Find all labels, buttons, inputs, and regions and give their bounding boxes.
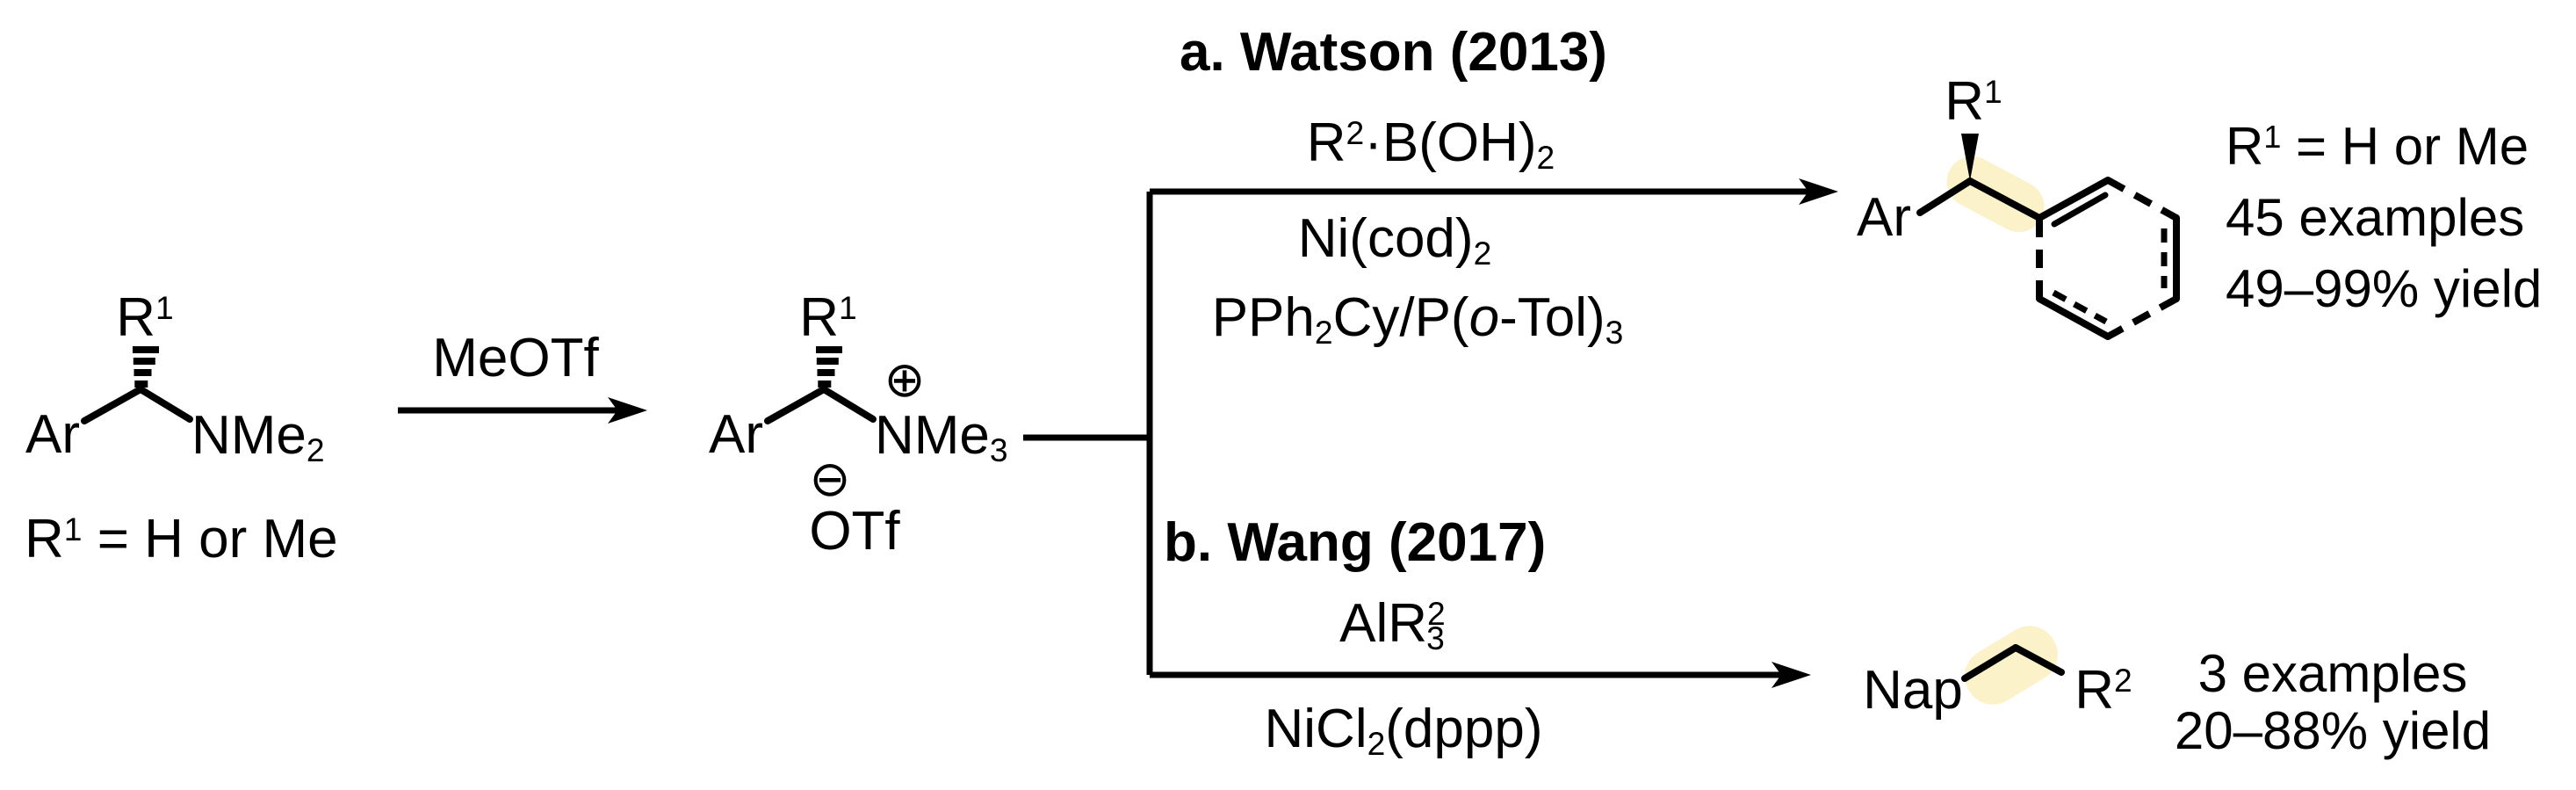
methylation-arrow [398, 397, 647, 424]
reactant-ar-label: Ar [25, 404, 80, 465]
stat-line: 20–88% yield [2174, 701, 2492, 760]
ammonium-structure-bonds [764, 386, 877, 424]
minus-charge-icon: ⊖ [809, 451, 851, 508]
ring-edge-inner-solid [2051, 192, 2109, 228]
reactant-structure-bonds [81, 386, 193, 424]
ring-edge-inner-dashed [2052, 289, 2108, 325]
stat-line: 3 examples [2197, 644, 2468, 703]
product-a-r1-label: R1 [1945, 71, 2002, 132]
path-b-title: b. Wang (2017) [1164, 512, 1547, 573]
stat-line: 49–99% yield [2226, 259, 2543, 318]
path-b-reagent-1: AlR23 [1339, 593, 1446, 656]
bond-c-n [820, 386, 877, 423]
reactant-nme2-label: NMe2 [191, 405, 325, 468]
stat-line: R1 = H or Me [2226, 117, 2529, 176]
arrowhead-icon [1799, 178, 1838, 205]
r1-definition-text: R1 = H or Me [25, 509, 338, 569]
ring-edge-solid [2036, 177, 2111, 221]
product-b-bonds [1961, 644, 2065, 682]
bond-c-ipso [1966, 178, 2043, 221]
plus-charge-icon: ⊕ [884, 352, 926, 409]
stereo-wedge-bond [1961, 134, 1979, 181]
path-a-title: a. Watson (2013) [1180, 22, 1607, 83]
ammonium-r1-label: R1 [799, 287, 857, 348]
arrowhead-icon [1771, 662, 1811, 688]
path-b-reagent-2: NiCl2(dppp) [1264, 699, 1543, 762]
product-a-bonds [1916, 178, 2043, 221]
bond-nap-ch2 [1961, 644, 2019, 682]
arrowhead-icon [608, 397, 647, 424]
ring-edge-solid [2036, 295, 2111, 340]
ring-edge-dashed [2106, 177, 2178, 221]
stat-line: 45 examples [2226, 188, 2525, 247]
path-a-reagent-3: PPh2Cy/P(o-Tol)3 [1211, 287, 1624, 351]
path-a-reagent-2: Ni(cod)2 [1297, 208, 1492, 272]
path-a-stats: R1 = H or Me 45 examples 49–99% yield [2226, 111, 2542, 324]
bond-ar-c [81, 386, 144, 424]
reactant-r1-label: R1 [116, 287, 174, 348]
path-a-reagent-1: R2·B(OH)2 [1306, 112, 1555, 176]
path-b-stats: 3 examples 20–88% yield [2175, 645, 2491, 759]
bond-ar-c [764, 386, 827, 424]
ammonium-ar-label: Ar [709, 404, 763, 465]
reactant-hash-wedge-bond [133, 346, 159, 388]
ammonium-nme3-label: NMe3 [875, 405, 1008, 468]
bond-c-n [137, 386, 193, 423]
phenyl-ring-partial [2036, 177, 2180, 340]
path-b-arrow [1150, 662, 1811, 688]
ring-edge-dashed [2106, 295, 2178, 340]
path-a-arrow [1150, 178, 1838, 205]
bond-highlight-product-b [1965, 626, 2058, 705]
product-b-nap-label: Nap [1863, 660, 1963, 721]
ammonium-hash-wedge-bond [816, 346, 842, 388]
product-a-ar-label: Ar [1857, 187, 1911, 248]
product-b-r2-label: R2 [2075, 660, 2132, 721]
otf-counterion-label: OTf [809, 501, 900, 562]
bond-ar-c [1916, 178, 1973, 216]
bond-ch2-r2 [2012, 644, 2065, 676]
meotf-reagent-label: MeOTf [432, 328, 599, 388]
